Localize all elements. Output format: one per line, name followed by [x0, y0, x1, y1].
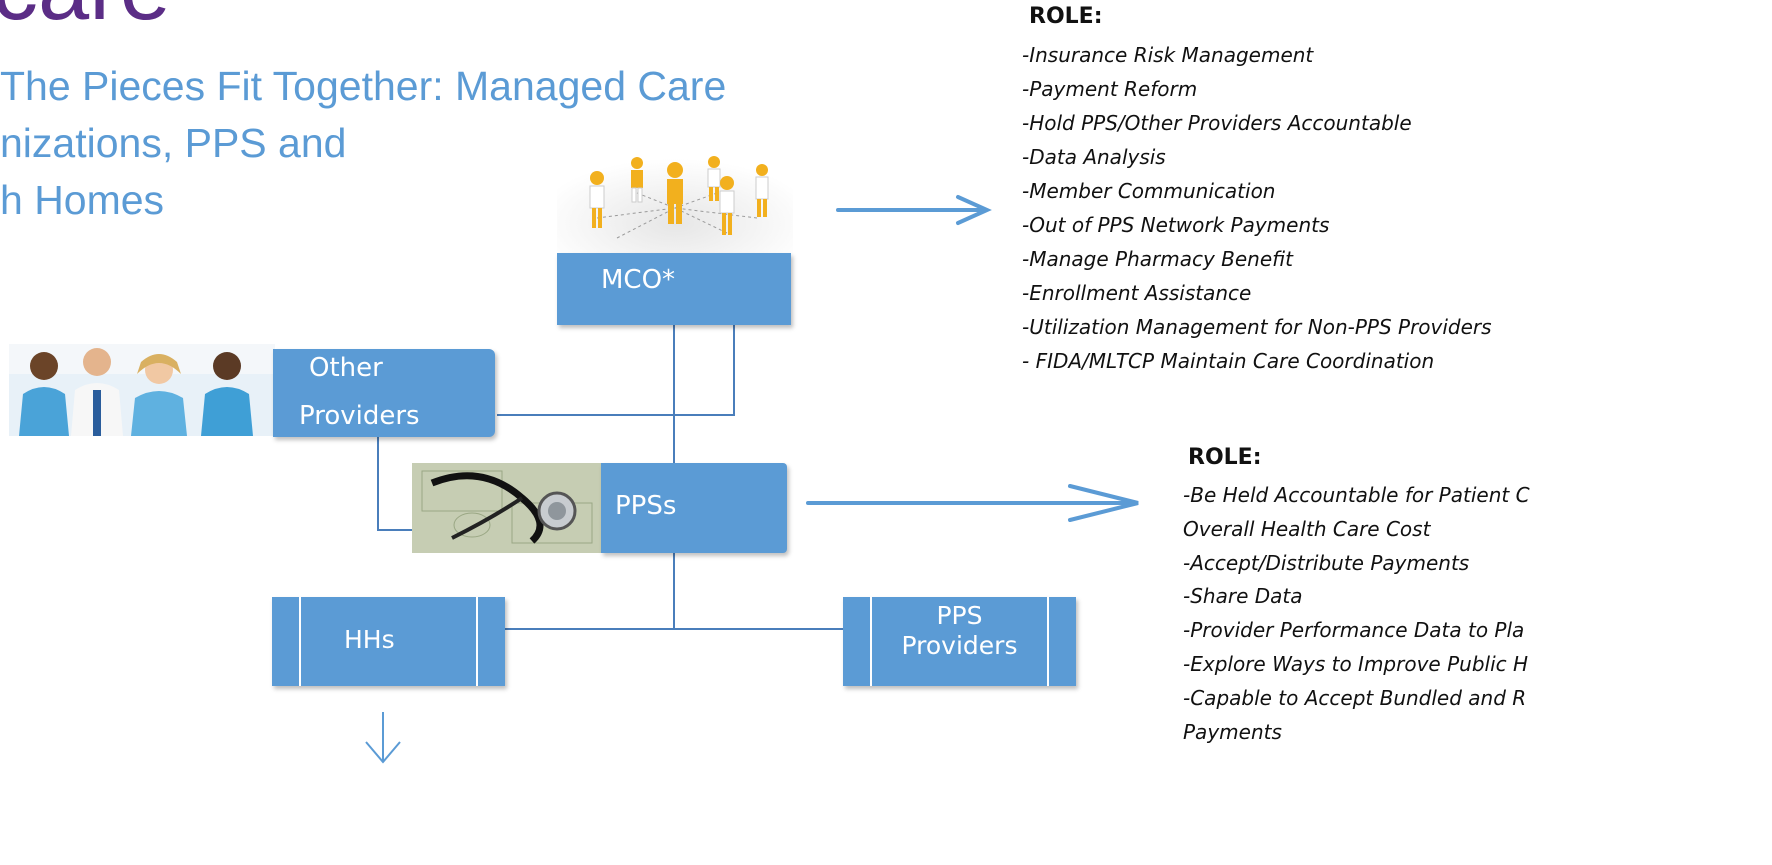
subtitle-line-2: nizations, PPS and [0, 120, 347, 166]
stethoscope-money-image [412, 463, 602, 553]
pps-role-item: -Be Held Accountable for Patient C [1183, 483, 1530, 507]
subtitle-line-3: h Homes [0, 177, 165, 223]
other-providers-label-line2: Providers [299, 401, 420, 431]
mco-node: MCO* [557, 253, 791, 325]
pps-role-item: Payments [1183, 719, 1282, 744]
ppss-label: PPSs [615, 491, 677, 521]
doctors-group-image [9, 344, 275, 436]
pps-role-item: -Capable to Accept Bundled and R [1183, 685, 1527, 710]
hhs-label: HHs [344, 625, 395, 654]
mco-role-item: -Manage Pharmacy Benefit [1022, 247, 1293, 271]
page-subtitle: The Pieces Fit Together: Managed Care ni… [0, 58, 726, 229]
pps-role-heading: ROLE: [1188, 445, 1262, 470]
pps-providers-label-line2: Providers [901, 631, 1018, 660]
pps-role-arrowhead [1068, 484, 1139, 522]
mco-role-item: -Hold PPS/Other Providers Accountable [1022, 111, 1412, 135]
mco-to-other-line [497, 325, 735, 416]
people-network-image [557, 148, 793, 256]
hhs-node: HHs [272, 597, 505, 686]
other-providers-node: Other Providers [273, 349, 495, 437]
pps-role-item: -Accept/Distribute Payments [1183, 550, 1470, 575]
mco-role-item: -Insurance Risk Management [1022, 43, 1314, 67]
subtitle-line-1: The Pieces Fit Together: Managed Care [0, 63, 727, 109]
other-providers-label-line1: Other [309, 353, 383, 383]
mco-role-item: -Out of PPS Network Payments [1022, 213, 1330, 237]
mco-role-item: -Payment Reform [1022, 77, 1198, 101]
pps-providers-right-bar [1047, 597, 1049, 686]
mco-role-item: -Member Communication [1022, 179, 1276, 203]
pps-role-item: -Provider Performance Data to Pla [1183, 618, 1525, 643]
ppss-node: PPSs [601, 463, 787, 553]
mco-role-list: -Insurance Risk Management -Payment Refo… [1022, 38, 1492, 378]
pps-role-item: -Explore Ways to Improve Public H [1183, 651, 1529, 676]
pps-role-list: -Be Held Accountable for Patient C Overa… [1183, 479, 1530, 749]
mco-role-arrowhead [956, 195, 992, 225]
page-title: care [0, 0, 171, 34]
mco-role-item: -Data Analysis [1022, 145, 1166, 169]
mco-label: MCO* [601, 265, 676, 295]
hhs-right-bar [476, 597, 478, 686]
mco-role-item: - FIDA/MLTCP Maintain Care Coordination [1022, 349, 1435, 373]
pps-providers-node: PPS Providers [843, 597, 1076, 686]
mco-role-item: -Enrollment Assistance [1022, 281, 1252, 305]
mco-role-heading: ROLE: [1029, 4, 1103, 29]
hh-down-arrowhead [365, 741, 401, 764]
mco-role-item: -Utilization Management for Non-PPS Prov… [1022, 315, 1492, 339]
other-to-pps-line [377, 437, 412, 531]
hhs-left-bar [299, 597, 301, 686]
pps-role-item: -Share Data [1183, 584, 1303, 609]
pps-providers-label-line1: PPS [936, 601, 983, 630]
pps-role-item: Overall Health Care Cost [1183, 516, 1431, 541]
pps-providers-left-bar [870, 597, 872, 686]
